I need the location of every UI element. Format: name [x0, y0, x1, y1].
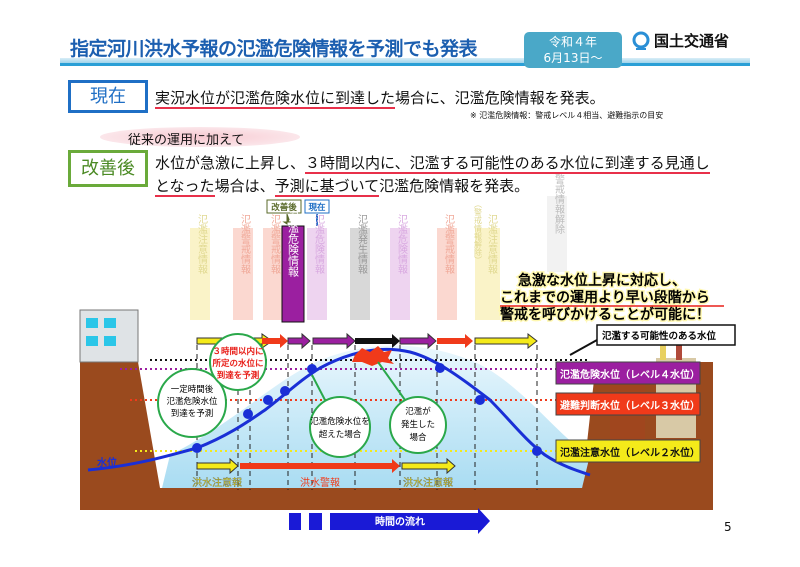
bulletin-bubble — [350, 228, 370, 320]
callout-line3: 警戒を呼びかけることが可能に！ — [500, 306, 710, 323]
bulletin-label: 氾濫警戒情報 — [443, 214, 455, 275]
bulletin-sublabel: （警戒情報解除） — [474, 200, 483, 264]
text: 氾濫危険情報を発表。 — [379, 177, 530, 195]
bulletin-bubble — [281, 225, 305, 323]
possible-flood-level-label: 氾濫する可能性のある水位 — [602, 330, 717, 342]
preface-highlight — [100, 127, 300, 147]
water-level-label: 水位 — [96, 456, 117, 469]
bulletin-label: 氾濫発生情報 — [356, 214, 368, 275]
effective-date-badge: 令和４年 6月13日～ — [524, 32, 622, 68]
date-line1: 令和４年 — [548, 35, 597, 49]
tag-improved: 改善後 — [271, 202, 297, 213]
current-text-underlined: 実況水位が氾濫危険水位に到達した — [155, 89, 396, 109]
callout: 急激な水位上昇に対応し、 これまでの運用より早い段階から 警戒を呼びかけることが… — [499, 271, 712, 325]
page-number: 5 — [724, 520, 732, 534]
text: 到達を予測 — [217, 370, 260, 381]
level2-label: 氾濫注意水位（レベル２水位） — [560, 446, 700, 459]
bulletin-label: 氾濫危険情報 — [313, 214, 325, 275]
improved-line2: となった場合は、予測に基づいて氾濫危険情報を発表。 — [155, 175, 530, 197]
bubble-exceeded: 氾濫危険水位を 超えた場合 — [309, 374, 371, 458]
footnote: ※ 氾濫危険情報：警戒レベル４相当、避難指示の目安 — [470, 111, 664, 120]
text-underlined: ３時間以内に、氾濫する可能性のある水位に到達する見通し — [305, 154, 710, 174]
text: 所定の水位に — [211, 358, 263, 369]
bubble-predict: 一定時間後 氾濫危険水位 到達を予測 — [157, 368, 227, 438]
bulletin-bubble — [307, 228, 327, 320]
text: 場合は、 — [214, 177, 275, 195]
mlit-logo-icon — [632, 31, 650, 50]
tag-current: 現在 — [308, 202, 326, 213]
bulletin-bubbles: 氾濫注意情報氾濫警戒情報氾濫警戒情報氾濫危険情報氾濫危険情報氾濫発生情報氾濫危険… — [190, 173, 567, 323]
bulletin-bubble — [547, 196, 567, 272]
bulletin-bubble — [475, 228, 500, 320]
improved-label: 改善後 — [68, 150, 148, 187]
page-title: 指定河川洪水予報の氾濫危険情報を予測でも発表 — [70, 38, 478, 60]
bulletin-bubble — [437, 228, 457, 320]
text: 氾濫危険水位を — [310, 416, 370, 427]
bulletin-label: 警戒情報解除 — [553, 173, 565, 234]
date-line2: 6月13日～ — [543, 51, 603, 65]
building-left-icon — [79, 309, 139, 363]
bulletin-label: 氾濫危険情報 — [396, 214, 408, 275]
text: 超えた場合 — [319, 429, 362, 440]
bubble-flood-occurred: 氾濫が 発生した 場合 — [377, 361, 447, 454]
flood-burst-icon — [352, 346, 394, 366]
forecast-label-advisory-2: 洪水注意報 — [403, 476, 453, 489]
text: 一定時間後 — [171, 384, 214, 395]
bubble-3-hours: ３時間以内に 所定の水位に 到達を予測 — [209, 333, 267, 391]
text-underlined: 予測に基づいて — [274, 177, 380, 197]
callout-line1: 急激な水位上昇に対応し、 — [518, 272, 686, 289]
text: 水位が急激に上昇し、 — [155, 154, 306, 172]
bulletin-label: 氾濫危険情報 — [287, 211, 300, 278]
bulletin-label: 氾濫注意情報 — [486, 214, 498, 275]
bulletin-bubble — [233, 228, 253, 320]
text: 発生した — [401, 419, 435, 430]
level4-label: 氾濫危険水位（レベル４水位） — [560, 368, 700, 381]
text: 到達を予測 — [171, 408, 214, 419]
forecast-label-warning: 洪水警報 — [300, 476, 340, 489]
callout-line2: これまでの運用より早い段階から — [500, 289, 710, 306]
current-label: 現在 — [68, 80, 148, 113]
bulletin-bubble — [263, 228, 283, 320]
level3-label: 避難判断水位（レベル３水位） — [559, 399, 700, 412]
time-flow-label: 時間の流れ — [375, 515, 425, 528]
current-text-rest: 場合に、氾濫危険情報を発表。 — [395, 89, 605, 107]
text: 氾濫危険水位 — [166, 396, 218, 407]
bulletin-bubble — [190, 228, 210, 320]
preface-text: 従来の運用に加えて — [128, 133, 245, 148]
bulletin-label: 氾濫注意情報 — [196, 214, 208, 275]
text-underlined: となった — [155, 177, 215, 197]
current-description: 実況水位が氾濫危険水位に到達した場合に、氾濫危険情報を発表。 — [155, 87, 605, 109]
text: 氾濫が — [405, 406, 431, 417]
ministry-logo: 国土交通省 — [632, 30, 729, 51]
forecast-label-advisory-1: 洪水注意報 — [192, 476, 242, 489]
bulletin-bubble — [390, 228, 410, 320]
river-water — [162, 345, 590, 488]
ministry-name: 国土交通省 — [654, 32, 730, 50]
text: 場合 — [409, 432, 427, 443]
title-underline-bar — [60, 58, 750, 66]
bulletin-label: 氾濫警戒情報 — [269, 214, 281, 275]
bulletin-timeline — [196, 332, 538, 350]
bulletin-label: 氾濫警戒情報 — [239, 214, 251, 275]
text: ３時間以内に — [212, 346, 263, 357]
improved-line1: 水位が急激に上昇し、３時間以内に、氾濫する可能性のある水位に到達する見通し — [155, 152, 710, 174]
